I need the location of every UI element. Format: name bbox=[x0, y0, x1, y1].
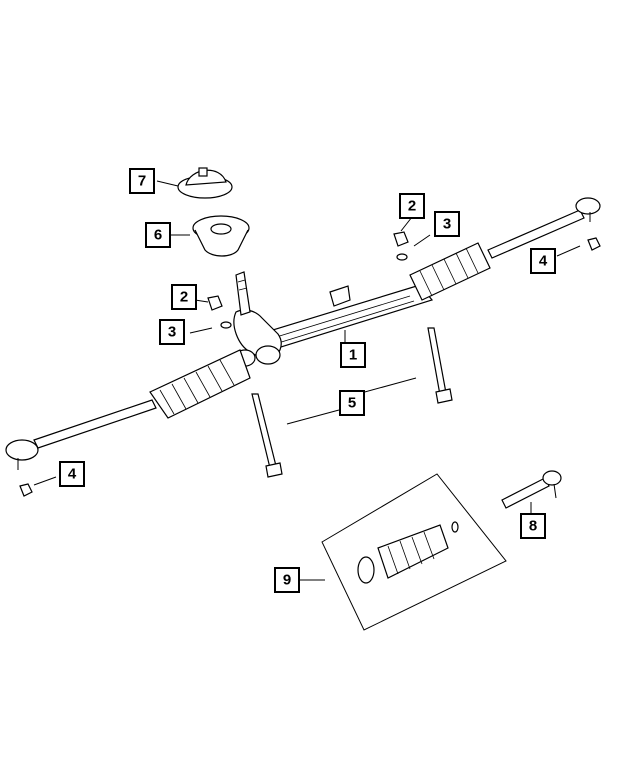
right-boot-bellows bbox=[409, 242, 491, 301]
callout-label: 8 bbox=[529, 518, 537, 535]
callout-4-right[interactable]: 4 bbox=[530, 248, 556, 274]
dust-cover-part[interactable] bbox=[177, 167, 233, 199]
callout-3-right[interactable]: 3 bbox=[434, 211, 460, 237]
washer-part-left[interactable] bbox=[220, 321, 232, 329]
callout-2-right[interactable]: 2 bbox=[399, 193, 425, 219]
mounting-bolt-left[interactable] bbox=[251, 393, 283, 478]
boot-kit-part[interactable] bbox=[321, 473, 507, 631]
left-boot-bellows bbox=[149, 349, 251, 419]
tie-rod-nut-right[interactable] bbox=[587, 237, 601, 251]
callout-3-left[interactable]: 3 bbox=[159, 319, 185, 345]
callout-label: 3 bbox=[443, 216, 451, 233]
mounting-bolt-right[interactable] bbox=[427, 327, 453, 404]
callout-8[interactable]: 8 bbox=[520, 513, 546, 539]
seal-part[interactable] bbox=[192, 215, 250, 257]
nut-part-left[interactable] bbox=[207, 295, 223, 311]
outer-tie-rod-end-part[interactable] bbox=[501, 470, 562, 509]
callout-7[interactable]: 7 bbox=[129, 168, 155, 194]
callout-label: 1 bbox=[349, 347, 357, 364]
callout-label: 9 bbox=[283, 572, 291, 589]
callout-label: 7 bbox=[138, 173, 146, 190]
callout-1[interactable]: 1 bbox=[340, 342, 366, 368]
callout-label: 4 bbox=[68, 466, 77, 483]
callout-label: 2 bbox=[408, 198, 416, 215]
callout-6[interactable]: 6 bbox=[145, 222, 171, 248]
washer-part-right[interactable] bbox=[396, 253, 408, 261]
callout-label: 4 bbox=[539, 253, 548, 270]
callout-label: 6 bbox=[154, 227, 162, 244]
callout-5[interactable]: 5 bbox=[339, 390, 365, 416]
callout-2-left[interactable]: 2 bbox=[171, 284, 197, 310]
tie-rod-nut-left[interactable] bbox=[19, 483, 33, 497]
leader-lines bbox=[33, 180, 581, 581]
callout-label: 3 bbox=[168, 324, 176, 341]
steering-rack-assembly[interactable] bbox=[5, 197, 601, 470]
callout-label: 2 bbox=[180, 289, 188, 306]
callout-4-left[interactable]: 4 bbox=[59, 461, 85, 487]
nut-part-right[interactable] bbox=[393, 231, 409, 247]
callout-label: 5 bbox=[348, 395, 356, 412]
callout-9[interactable]: 9 bbox=[274, 567, 300, 593]
